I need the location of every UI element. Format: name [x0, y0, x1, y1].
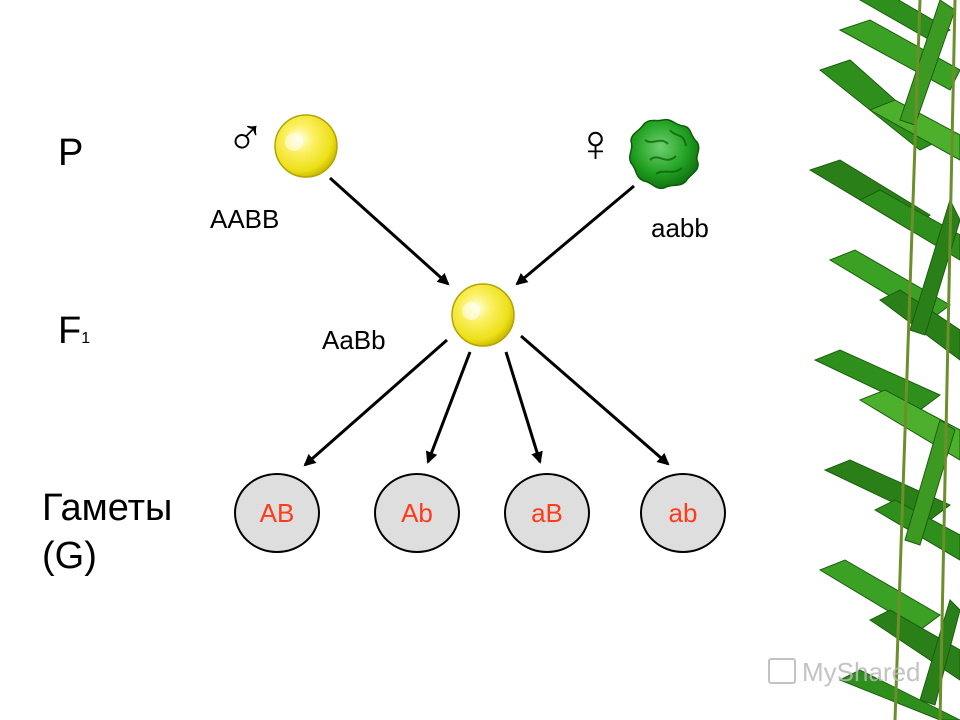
gamete-1: AB — [234, 473, 320, 553]
f1-label-subscript: 1 — [81, 330, 91, 347]
arrow-female-to-f1 — [515, 184, 635, 286]
arrow-f1-to-gamete-4 — [520, 334, 670, 466]
row-label-gametes: Гаметы (G) — [42, 484, 172, 580]
bamboo-decoration — [808, 0, 960, 720]
f1-yellow-pea — [451, 283, 515, 347]
bamboo-stems — [893, 0, 957, 720]
arrow-f1-to-gamete-2 — [425, 351, 472, 464]
gamete-3: aB — [504, 473, 590, 553]
male-symbol: ♂ — [226, 109, 265, 167]
female-symbol: ♀ — [576, 115, 615, 173]
f1-genotype: AaBb — [322, 325, 386, 355]
row-label-parents: P — [58, 132, 84, 174]
watermark: MyShared — [768, 657, 921, 688]
arrow-f1-to-gamete-3 — [504, 351, 543, 464]
bamboo-leaves — [808, 0, 960, 720]
gamete-4: ab — [640, 473, 726, 553]
f1-label-main: F — [58, 310, 82, 352]
arrow-f1-to-gamete-1 — [303, 338, 448, 467]
gametes-label-line2: (G) — [42, 535, 97, 577]
gamete-2: Ab — [374, 473, 460, 553]
female-green-wrinkled-pea — [628, 118, 700, 190]
watermark-logo-icon — [768, 658, 796, 684]
male-genotype: AABB — [210, 204, 280, 234]
arrow-male-to-f1 — [328, 176, 450, 286]
row-label-f1: F1 — [58, 310, 90, 353]
gametes-label-line1: Гаметы — [42, 487, 173, 529]
watermark-text: MyShared — [802, 657, 921, 687]
female-genotype: aabb — [651, 213, 709, 243]
male-yellow-pea — [274, 114, 338, 178]
